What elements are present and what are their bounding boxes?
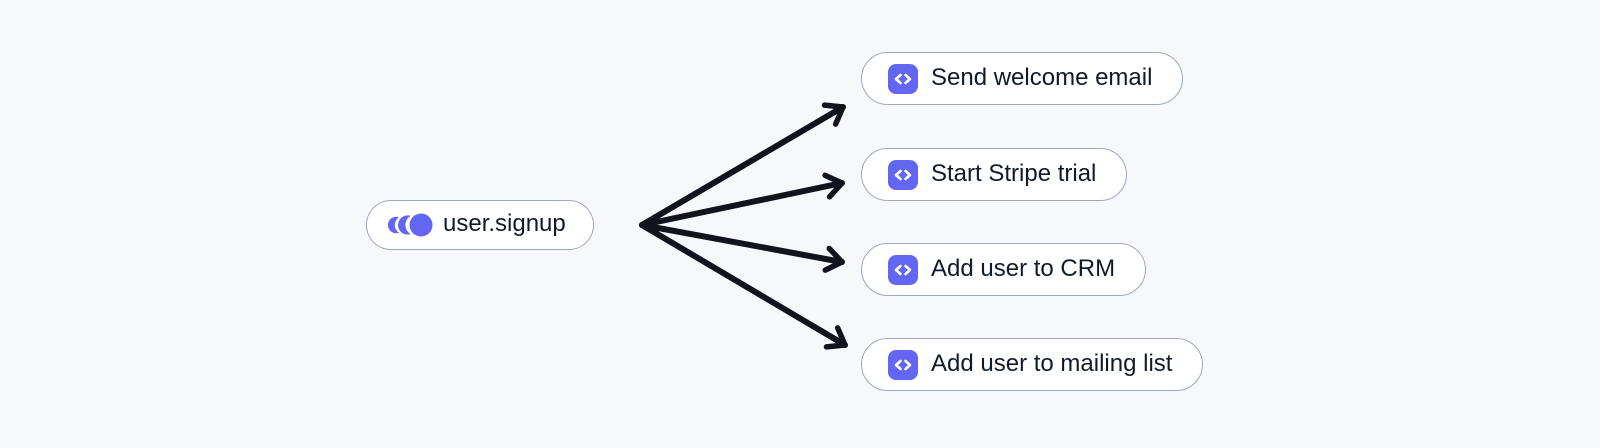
event-pulse-icon [387, 211, 433, 239]
function-node-send-welcome-email[interactable]: Send welcome email [861, 52, 1184, 105]
function-node-add-user-to-crm[interactable]: Add user to CRM [861, 243, 1147, 296]
code-icon [888, 63, 918, 94]
code-icon [888, 254, 918, 285]
function-node-label: Start Stripe trial [931, 159, 1097, 187]
function-node-label: Send welcome email [931, 63, 1153, 91]
arrow-edge [639, 222, 845, 273]
function-node-add-user-to-mailing-list[interactable]: Add user to mailing list [861, 338, 1204, 391]
function-node-label: Add user to CRM [931, 254, 1116, 282]
code-icon [888, 159, 918, 190]
function-node-label: Add user to mailing list [931, 349, 1173, 377]
arrow-edge [639, 222, 848, 350]
function-node-start-stripe-trial[interactable]: Start Stripe trial [861, 148, 1128, 201]
arrow-edge [639, 172, 845, 228]
arrow-edge [639, 102, 846, 228]
event-node-label: user.signup [443, 210, 566, 237]
event-node-user-signup[interactable]: user.signup [366, 200, 594, 250]
code-icon [888, 349, 918, 380]
